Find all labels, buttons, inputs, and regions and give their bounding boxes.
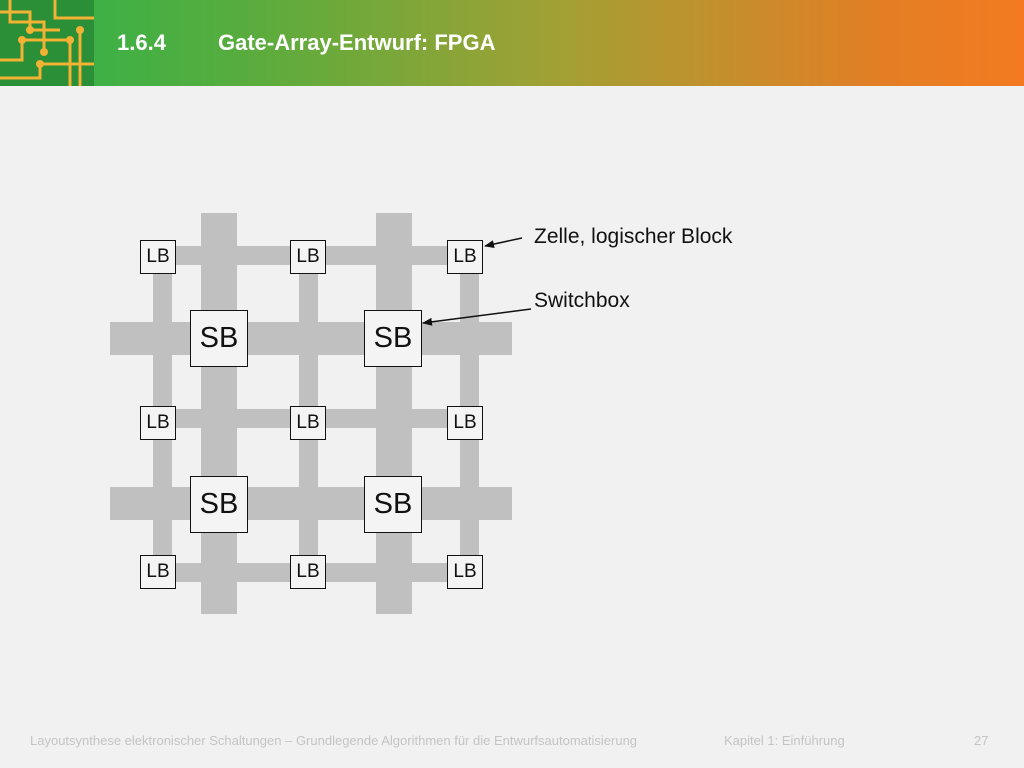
section-number: 1.6.4 [117, 30, 166, 55]
logic-block-callout-label: Zelle, logischer Block [534, 225, 733, 248]
circuit-board-logo-icon [0, 0, 94, 86]
logic-block: LB [447, 240, 483, 274]
logic-block: LB [447, 555, 483, 589]
footer-page-number: 27 [974, 733, 989, 748]
slide-title: Gate-Array-Entwurf: FPGA [218, 30, 496, 55]
v-channel-sb-col-1 [201, 213, 237, 614]
switchbox: SB [190, 310, 248, 367]
switchbox-callout-arrow [422, 308, 532, 326]
switchbox-callout-label: Switchbox [534, 289, 630, 312]
switchbox: SB [190, 476, 248, 533]
logic-block-callout-arrow [484, 237, 523, 249]
switchbox: SB [364, 310, 422, 367]
logic-block: LB [290, 555, 326, 589]
logic-block: LB [290, 406, 326, 440]
v-channel-sb-col-2 [376, 213, 412, 614]
slide-header: 1.6.4 Gate-Array-Entwurf: FPGA [0, 0, 1024, 86]
footer-chapter: Kapitel 1: Einführung [724, 733, 845, 748]
logic-block: LB [447, 406, 483, 440]
switchbox: SB [364, 476, 422, 533]
logic-block: LB [290, 240, 326, 274]
logic-block: LB [140, 240, 176, 274]
logic-block: LB [140, 555, 176, 589]
footer-course-title: Layoutsynthese elektronischer Schaltunge… [30, 733, 638, 748]
logic-block: LB [140, 406, 176, 440]
